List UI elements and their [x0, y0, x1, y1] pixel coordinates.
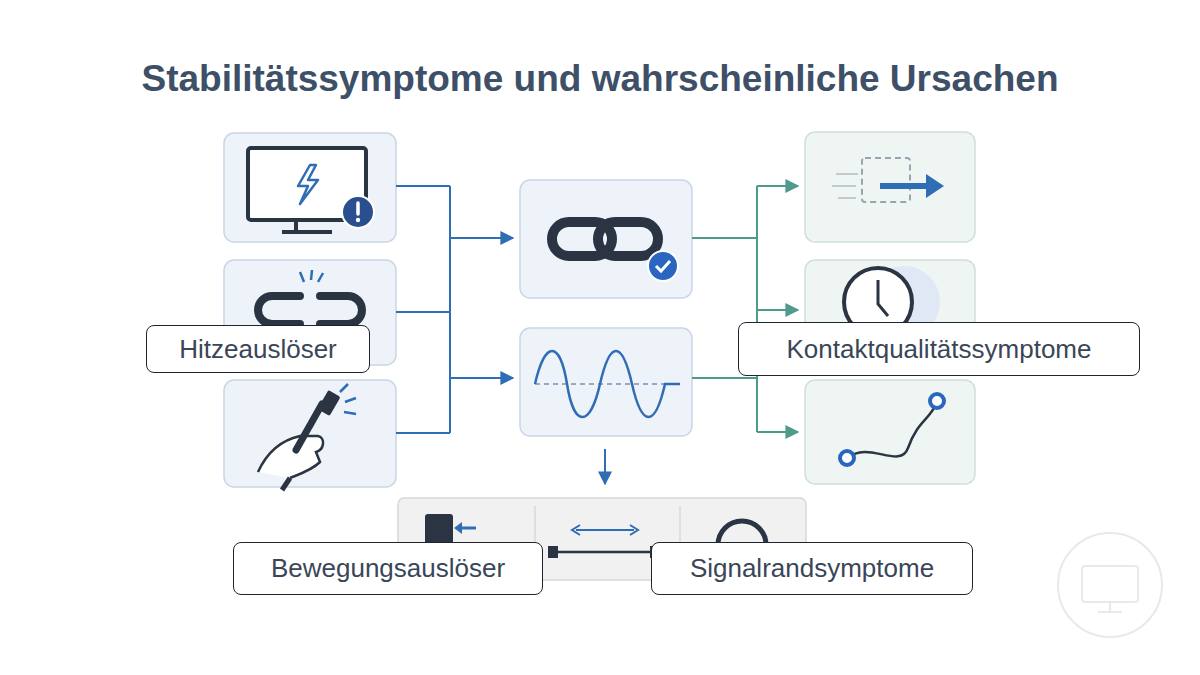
label-text: Hitzeauslöser — [179, 334, 337, 365]
label-box: Bewegungsauslöser — [233, 542, 543, 595]
label-box: Hitzeauslöser — [146, 325, 370, 373]
label-text: Bewegungsauslöser — [271, 553, 505, 584]
label-text: Kontaktqualitätssymptome — [787, 334, 1092, 365]
diagram-title: Stabilitätssymptome und wahrscheinliche … — [0, 58, 1200, 100]
label-box: Signalrandsymptome — [651, 542, 973, 595]
label-text: Signalrandsymptome — [690, 553, 934, 584]
label-box: Kontaktqualitätssymptome — [738, 322, 1140, 376]
